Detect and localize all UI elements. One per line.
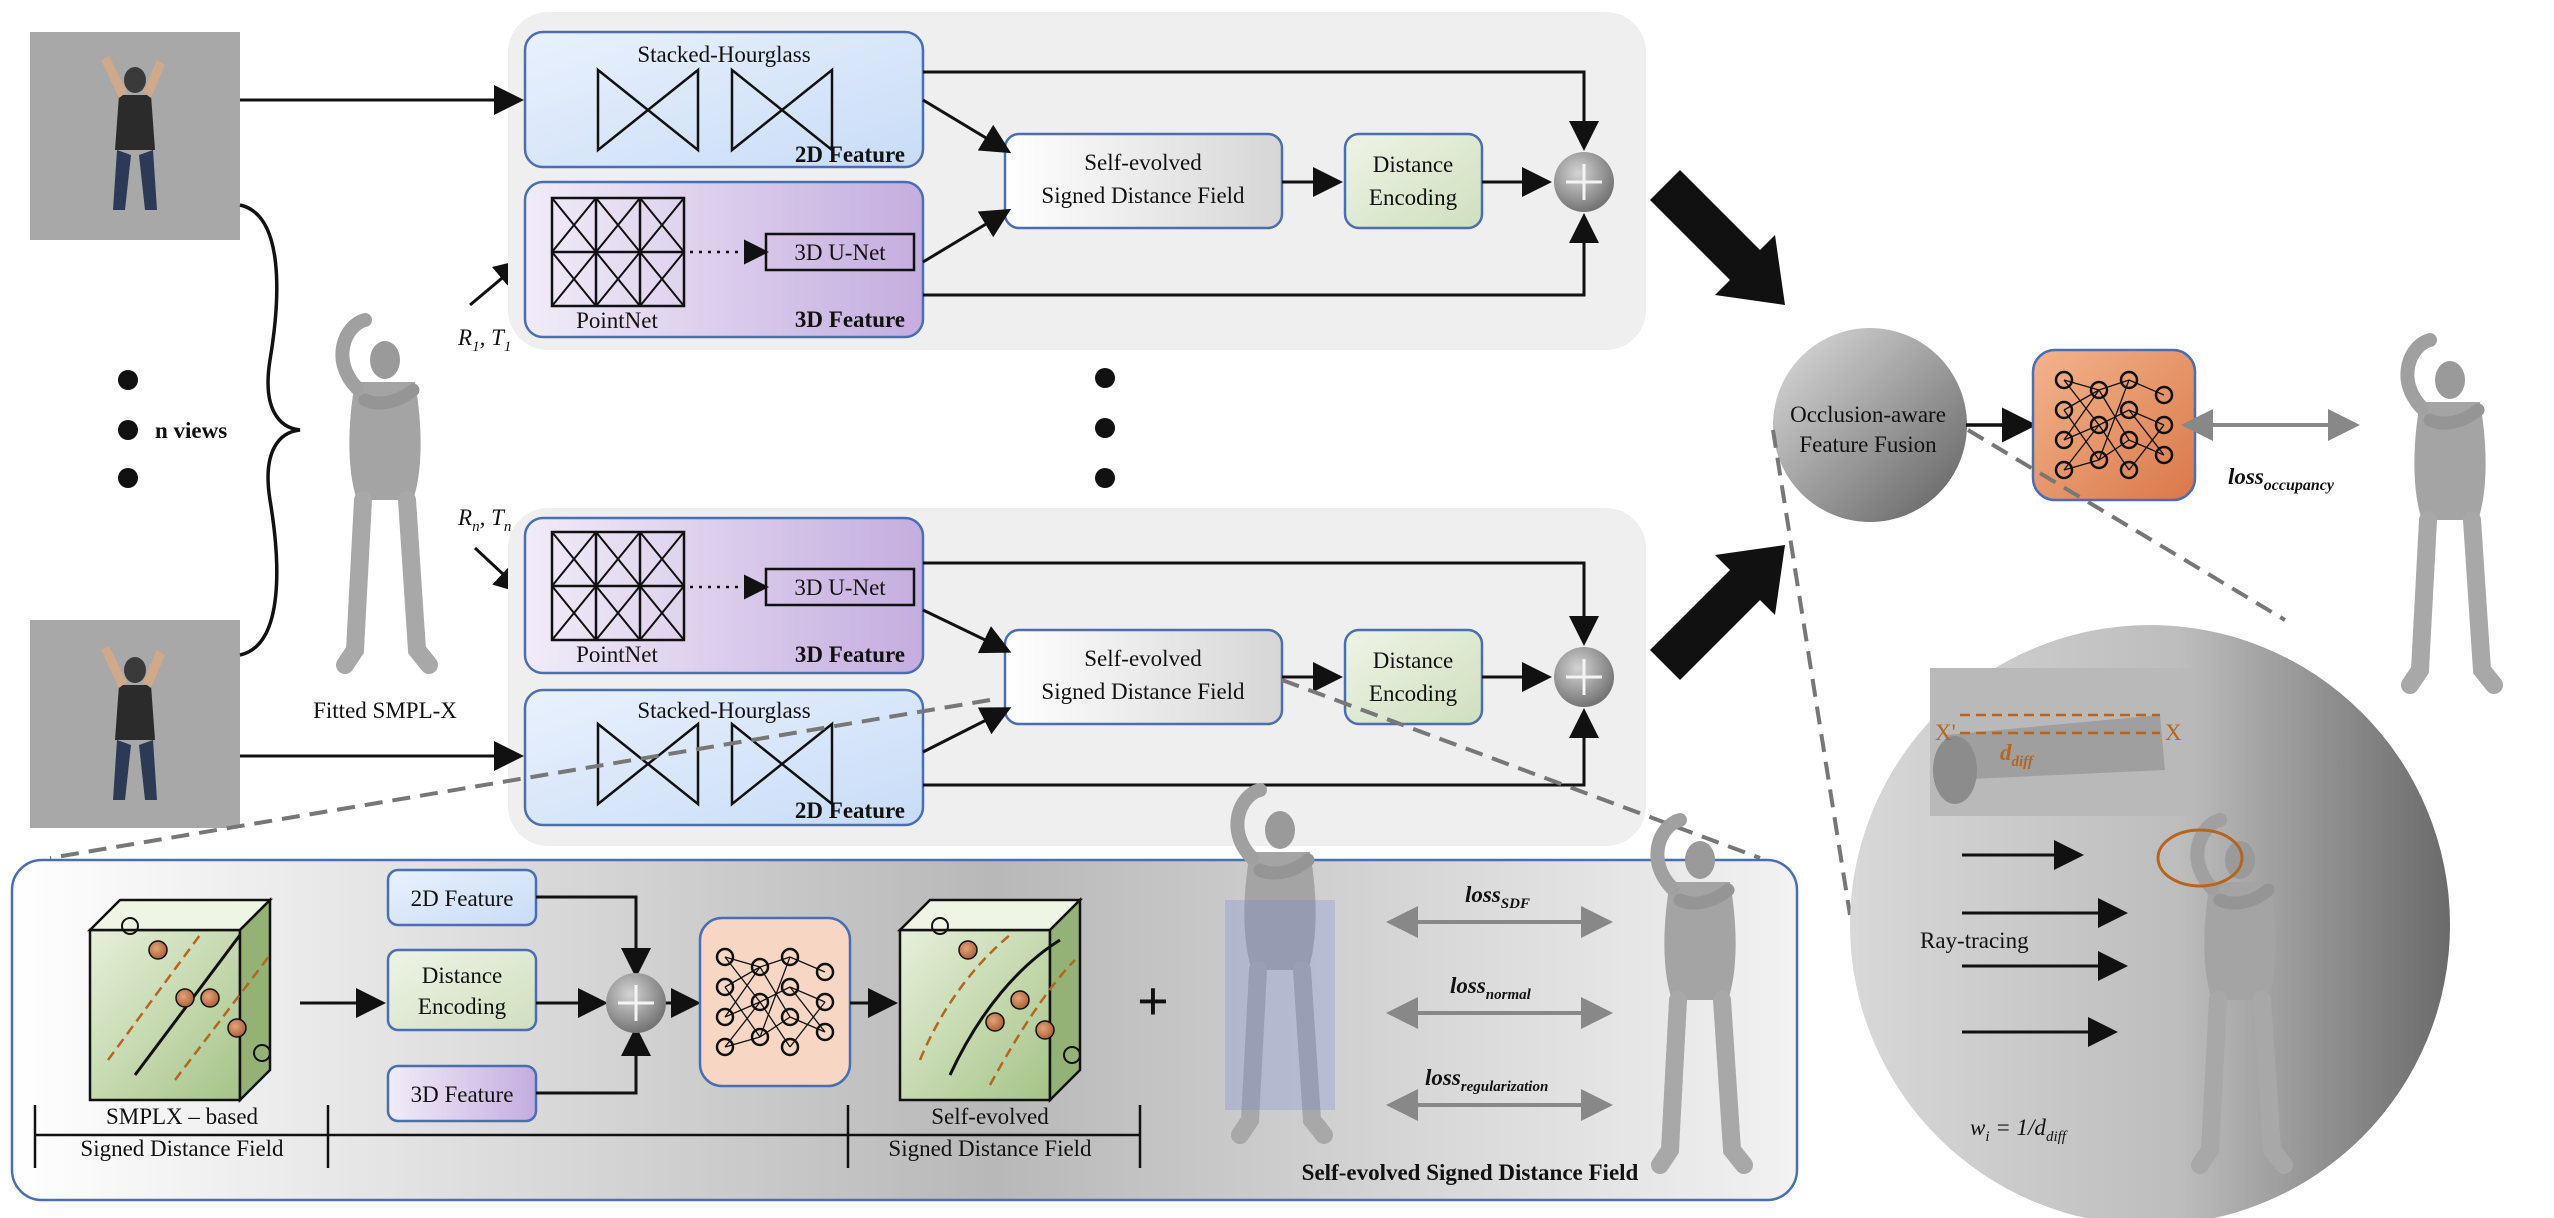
loss-normal-label: lossnormal (1450, 973, 1532, 1003)
distance-label-line1: Distance (1373, 152, 1453, 177)
sum-node-icon (1552, 150, 1616, 214)
pose-label-1: R1, T1 (457, 325, 511, 355)
loss-occupancy-label: lossoccupancy (2228, 464, 2335, 494)
views-brace (239, 203, 301, 657)
sdf-label-line2: Signed Distance Field (1041, 679, 1245, 704)
fitted-smpl-label: Fitted SMPL-X (313, 698, 457, 723)
distance-label-line1: Distance (1373, 648, 1453, 673)
inset-d-diff-label: ddiff (2000, 740, 2035, 770)
sdf-box-top (1003, 132, 1284, 230)
sdf-cube-icon (898, 898, 1082, 1102)
fusion-node (1773, 328, 1967, 522)
evolved-sdf-label-line1: Self-evolved (931, 1104, 1049, 1129)
human-mesh-icon (2407, 340, 2494, 685)
big-arrow-bottom (1650, 545, 1785, 680)
feature-2d-label: 2D Feature (795, 142, 905, 167)
feature-2d-box-top (523, 30, 925, 169)
panel-feature-3d-label: 3D Feature (411, 1082, 514, 1107)
pose-label-n: Rn, Tn (457, 505, 511, 535)
loss-regularization-label: lossregularization (1425, 1065, 1548, 1095)
sdf-label-line1: Self-evolved (1084, 646, 1202, 671)
sdf-label-line1: Self-evolved (1084, 150, 1202, 175)
pointnet-label: PointNet (576, 642, 658, 667)
evolved-sdf-label-line2: Signed Distance Field (888, 1136, 1092, 1161)
feature-2d-label: 2D Feature (795, 798, 905, 823)
sdf-label-line2: Signed Distance Field (1041, 183, 1245, 208)
ellipsis-dot (118, 468, 138, 488)
plus-sign: + (1137, 971, 1169, 1033)
panel-distance-box (386, 948, 538, 1032)
feature-3d-box-bottom (523, 516, 925, 675)
inset-x-label: X (2165, 720, 2182, 745)
distance-label-line2: Encoding (1369, 681, 1458, 706)
panel-distance-label-line1: Distance (422, 963, 502, 988)
distance-encoding-box-top (1343, 132, 1484, 230)
feature-3d-box-top (523, 180, 925, 339)
n-views-label: n views (155, 418, 227, 443)
smplx-sdf-label-line2: Signed Distance Field (80, 1136, 284, 1161)
unet-box-top (764, 232, 916, 272)
fusion-label-line2: Feature Fusion (1799, 432, 1937, 457)
pointnet-label: PointNet (576, 308, 658, 333)
feature-3d-label: 3D Feature (795, 307, 905, 332)
inset-x-prime-label: X' (1935, 720, 1956, 745)
feature-3d-label: 3D Feature (795, 642, 905, 667)
stacked-hourglass-label: Stacked-Hourglass (637, 42, 810, 67)
fusion-label-line1: Occlusion-aware (1790, 402, 1946, 427)
ellipsis-dot (1095, 368, 1115, 388)
distance-label-line2: Encoding (1369, 185, 1458, 210)
smplx-sdf-label-line1: SMPLX – based (106, 1104, 259, 1129)
weight-formula: wi = 1/ddiff (1970, 1115, 2068, 1145)
ellipsis-dot (118, 370, 138, 390)
ellipsis-dot (1095, 468, 1115, 488)
sdf-box-bottom (1003, 628, 1284, 726)
sum-node-icon (1552, 645, 1616, 709)
ellipsis-dot (118, 420, 138, 440)
smplx-body-icon (342, 320, 429, 665)
mlp-box (2031, 348, 2197, 502)
panel-mlp-box (698, 916, 852, 1088)
loss-sdf-label: lossSDF (1465, 882, 1530, 912)
sum-node-icon (604, 971, 668, 1035)
unet-label: 3D U-Net (794, 575, 886, 600)
feature-2d-box-bottom (523, 688, 925, 827)
panel-feature-2d-label: 2D Feature (411, 886, 514, 911)
ray-tracing-label: Ray-tracing (1920, 928, 2029, 953)
unet-box-bottom (764, 567, 916, 607)
panel-title: Self-evolved Signed Distance Field (1302, 1160, 1639, 1185)
stacked-hourglass-label: Stacked-Hourglass (637, 698, 810, 723)
panel-distance-label-line2: Encoding (418, 994, 507, 1019)
ellipsis-dot (1095, 418, 1115, 438)
big-arrow-top (1650, 170, 1785, 305)
unet-label: 3D U-Net (794, 240, 886, 265)
